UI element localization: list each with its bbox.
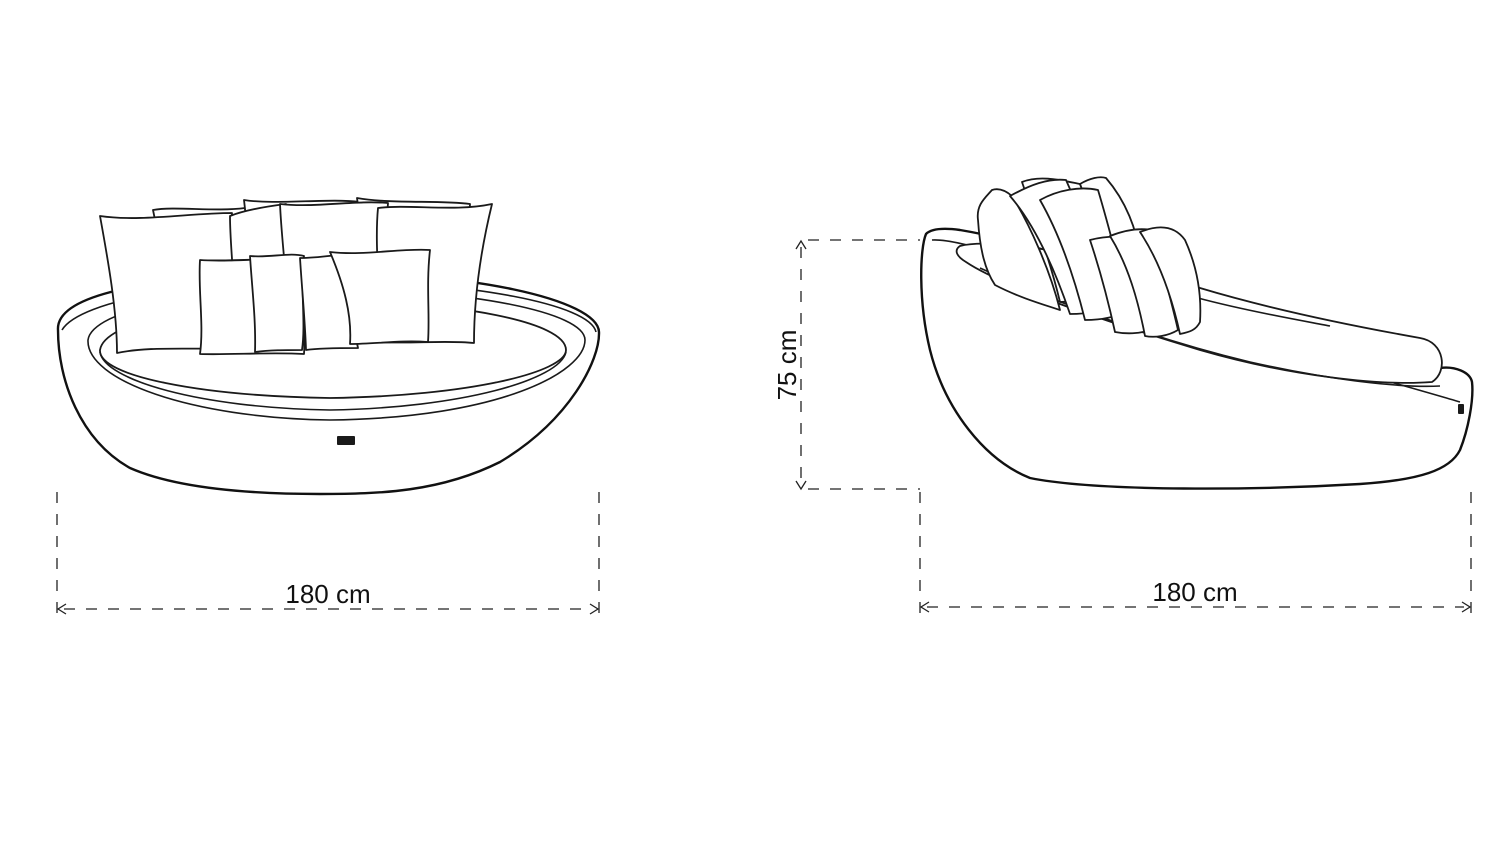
side-small-cushion-3	[1139, 226, 1202, 335]
side-logo-plate	[1458, 404, 1464, 414]
front-small-cushion-4	[329, 248, 431, 345]
side-height-label: 75 cm	[772, 330, 802, 401]
side-depth-arrow-left	[919, 601, 930, 613]
front-width-label: 180 cm	[285, 579, 370, 609]
side-height-dimension: 75 cm	[772, 239, 920, 491]
side-depth-dimension: 180 cm	[919, 492, 1472, 618]
side-height-arrow-top	[795, 239, 807, 250]
front-width-arrow-right	[589, 603, 600, 615]
side-depth-arrow-right	[1461, 601, 1472, 613]
front-small-cushion-2	[249, 253, 305, 353]
side-seat-line	[1197, 297, 1331, 327]
side-view	[920, 176, 1474, 490]
front-logo-plate	[337, 436, 355, 445]
front-view	[56, 197, 601, 496]
side-depth-label: 180 cm	[1152, 577, 1237, 607]
front-width-dimension: 180 cm	[56, 492, 600, 620]
side-height-arrow-bottom	[795, 480, 807, 491]
front-width-arrow-left	[56, 603, 67, 615]
front-mattress-edge	[99, 351, 567, 411]
